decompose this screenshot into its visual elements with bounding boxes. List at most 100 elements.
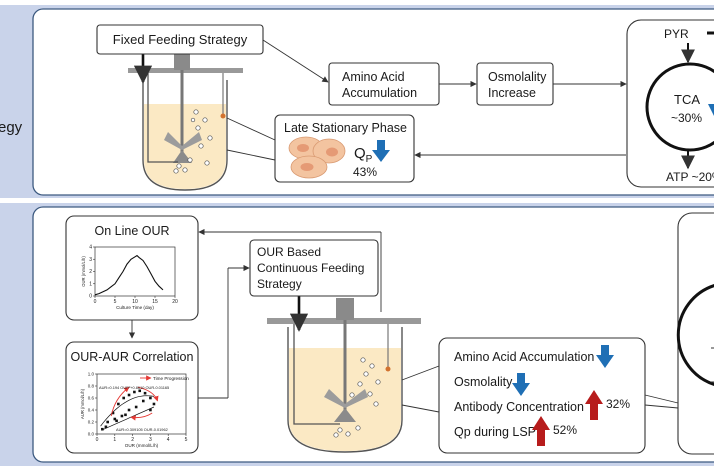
correlation-box bbox=[65, 341, 199, 454]
y-axis-label: AUR (mmol/L/h) bbox=[80, 388, 85, 419]
sparger-tube bbox=[147, 73, 178, 163]
tca-percent: ~30% bbox=[671, 111, 702, 125]
progression-arrow bbox=[137, 386, 159, 402]
scatter-point bbox=[127, 408, 131, 412]
y-tick-label: 0.0 bbox=[88, 432, 95, 437]
x-tick-label: 4 bbox=[167, 437, 170, 443]
y-tick-label: 0 bbox=[89, 294, 92, 300]
bubble bbox=[193, 109, 199, 115]
bottom-bioreactor bbox=[267, 298, 421, 453]
cell-nucleus bbox=[326, 147, 338, 157]
scatter-point bbox=[133, 390, 136, 394]
y-tick-label: 1.0 bbox=[88, 372, 95, 377]
scatter-point bbox=[120, 414, 124, 418]
amino-down-arrow-icon bbox=[596, 345, 614, 368]
our-series-line bbox=[94, 254, 164, 296]
scatter-point bbox=[113, 417, 117, 421]
x-axis-label: OUR (mmol/L/h) bbox=[125, 443, 159, 448]
legend-label: Time Progression bbox=[153, 376, 189, 381]
qp-percent: 43% bbox=[353, 165, 377, 179]
tca-atp: ATP ~20% bbox=[666, 170, 714, 184]
fit-equation-top: AUR=0.194 OUR²+0.8610 OUR-0.01165 bbox=[99, 385, 169, 390]
conn-reactor-to-results-2 bbox=[401, 404, 440, 413]
fit-line bbox=[102, 406, 155, 431]
cho-cells bbox=[288, 136, 346, 179]
y-tick-label: 3 bbox=[89, 257, 92, 263]
scatter-point bbox=[115, 419, 118, 423]
conn-fixed-to-amino bbox=[262, 39, 329, 83]
our-based-line3: Strategy bbox=[257, 277, 302, 291]
bubble bbox=[357, 381, 363, 387]
scatter-point bbox=[117, 402, 120, 406]
impeller-blade-right bbox=[182, 132, 202, 150]
antibody-up-arrow-icon bbox=[585, 390, 603, 420]
amino-acid-line1: Amino Acid bbox=[342, 70, 405, 84]
impeller-blade-low bbox=[173, 150, 192, 163]
conn-reactor-to-late-2 bbox=[226, 149, 276, 161]
vessel-outline bbox=[142, 80, 228, 191]
x-axis-label: Culture Time (day) bbox=[116, 305, 154, 310]
conn-results-to-right-2 bbox=[644, 404, 679, 409]
our-based-box bbox=[249, 239, 379, 297]
progression-arrow bbox=[110, 386, 130, 417]
bubble bbox=[373, 401, 379, 407]
bubble bbox=[198, 143, 204, 149]
x-tick-label: 0 bbox=[94, 299, 97, 305]
bubble bbox=[202, 117, 208, 123]
results-box bbox=[438, 337, 646, 454]
bubble bbox=[173, 168, 179, 174]
x-tick-label: 15 bbox=[152, 299, 158, 305]
y-tick-label: 4 bbox=[89, 245, 92, 251]
scatter-point bbox=[138, 389, 142, 393]
scatter-point bbox=[104, 425, 108, 429]
result-amino: Amino Acid Accumulation bbox=[454, 350, 594, 364]
plot-frame bbox=[96, 373, 187, 435]
our-based-line1: OUR Based bbox=[257, 245, 321, 259]
tca-pyr: PYR bbox=[664, 27, 689, 41]
bubble bbox=[337, 427, 343, 433]
conn-results-to-right bbox=[644, 394, 679, 404]
qp-label: QP bbox=[354, 145, 373, 165]
scatter-point bbox=[149, 396, 152, 400]
fixed-feeding-label: Fixed Feeding Strategy bbox=[113, 32, 248, 47]
right-result-box bbox=[677, 212, 714, 455]
impeller-blade-right bbox=[345, 389, 368, 408]
scatter-point bbox=[149, 408, 152, 412]
motor-block bbox=[336, 298, 354, 320]
fit-curve bbox=[100, 395, 155, 427]
scatter-point bbox=[124, 413, 127, 417]
bubble bbox=[204, 160, 210, 166]
tca-box bbox=[626, 19, 714, 188]
sparger-tube bbox=[293, 324, 340, 425]
vessel-outline bbox=[287, 327, 403, 453]
result-antibody: Antibody Concentration bbox=[454, 400, 584, 414]
tca-down-arrow-icon bbox=[708, 104, 714, 116]
correlation-title: OUR-AUR Correlation bbox=[71, 350, 194, 364]
bubble bbox=[195, 125, 201, 131]
qp-down-arrow-icon bbox=[372, 140, 390, 162]
scatter-point bbox=[101, 427, 104, 431]
x-tick-label: 5 bbox=[114, 299, 117, 305]
x-tick-label: 5 bbox=[185, 437, 188, 443]
scatter-point bbox=[134, 405, 138, 409]
y-tick-label: 2 bbox=[89, 269, 92, 275]
x-tick-label: 3 bbox=[149, 437, 152, 443]
conn-reactor-to-late-1 bbox=[226, 117, 276, 141]
impeller-blade-left bbox=[164, 132, 182, 150]
probe-tip bbox=[220, 113, 226, 119]
scatter-point bbox=[111, 411, 115, 415]
x-tick-label: 2 bbox=[131, 437, 134, 443]
bubble bbox=[176, 163, 182, 169]
result-osmolality: Osmolality bbox=[454, 375, 513, 389]
gas-bubbles bbox=[173, 109, 213, 174]
top-section-label: egy bbox=[0, 119, 23, 136]
y-axis-label: OUR (mmol/L/h) bbox=[81, 256, 86, 287]
tca-cycle-circle bbox=[645, 62, 714, 152]
scatter-point bbox=[122, 396, 125, 400]
bubble bbox=[182, 167, 188, 173]
bubble bbox=[333, 432, 339, 438]
bubble bbox=[375, 379, 381, 385]
